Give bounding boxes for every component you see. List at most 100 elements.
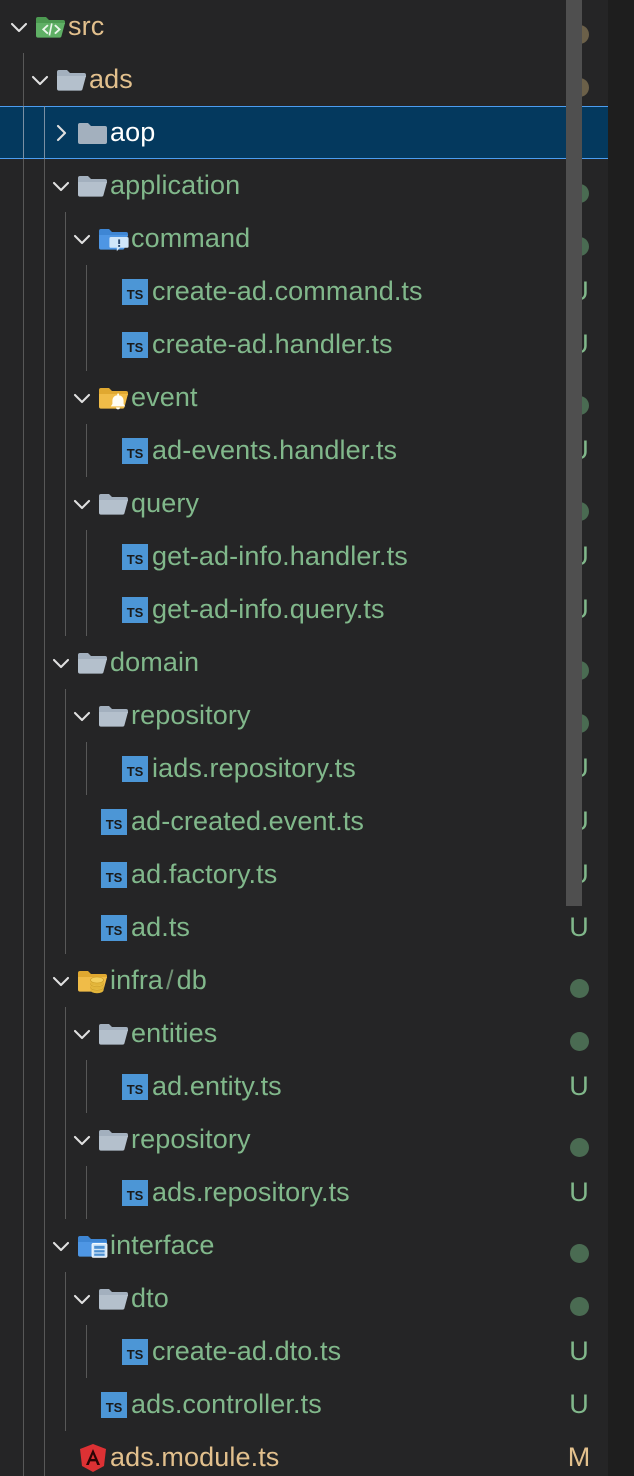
tree-item-label: ad-events.handler.ts [152, 435, 398, 465]
tree-item-label: interface [110, 1230, 215, 1260]
tree-item-content: event [0, 371, 198, 424]
git-status-badge [566, 1219, 592, 1272]
folder-icon [97, 477, 131, 530]
tree-item-content: TS ad.ts [0, 901, 190, 954]
tree-item-folder-event[interactable]: event [0, 371, 634, 424]
svg-text:TS: TS [127, 764, 144, 779]
tree-item-folder-interface[interactable]: interface [0, 1219, 634, 1272]
scrollbar-thumb[interactable] [566, 0, 582, 906]
chevron-down-icon[interactable] [67, 1113, 97, 1166]
tree-item-folder-repository[interactable]: repository [0, 1113, 634, 1166]
folder-src-code-icon [34, 0, 68, 53]
tree-item-label: ads.controller.ts [131, 1389, 322, 1419]
git-status-badge: M [567, 1442, 591, 1472]
tree-item-label: infra/db [110, 965, 207, 995]
tree-item-content: command [0, 212, 250, 265]
typescript-icon: TS [118, 1166, 152, 1219]
folder-icon [55, 53, 89, 106]
twisty-placeholder [46, 1431, 76, 1476]
tree-item-folder-dto[interactable]: dto [0, 1272, 634, 1325]
tree-item-content: ads.module.ts [0, 1431, 279, 1476]
tree-item-folder-entities[interactable]: entities [0, 1007, 634, 1060]
tree-item-folder-ads[interactable]: ads [0, 53, 634, 106]
twisty-placeholder [67, 901, 97, 954]
tree-item-content: aop [0, 106, 155, 159]
chevron-down-icon[interactable] [67, 371, 97, 424]
tree-item-folder-query[interactable]: query [0, 477, 634, 530]
tree-item-label: aop [110, 117, 156, 147]
typescript-icon: TS [118, 318, 152, 371]
folder-icon [97, 1113, 131, 1166]
tree-item-file-ads-module-ts[interactable]: ads.module.ts M [0, 1431, 634, 1476]
svg-text:TS: TS [127, 287, 144, 302]
chevron-down-icon[interactable] [67, 1007, 97, 1060]
folder-icon [97, 689, 131, 742]
tree-item-content: entities [0, 1007, 217, 1060]
typescript-icon: TS [97, 795, 131, 848]
tree-item-folder-repository[interactable]: repository [0, 689, 634, 742]
typescript-icon: TS [118, 583, 152, 636]
folder-event-icon [97, 371, 131, 424]
git-status-dot [569, 1297, 589, 1316]
chevron-right-icon[interactable] [46, 106, 76, 159]
svg-text:TS: TS [127, 1082, 144, 1097]
typescript-icon: TS [118, 1325, 152, 1378]
chevron-down-icon[interactable] [4, 0, 34, 53]
tree-item-content: repository [0, 689, 251, 742]
tree-item-file-ad-ts[interactable]: TS ad.ts U [0, 901, 634, 954]
tree-item-label: ad-created.event.ts [131, 806, 365, 836]
tree-item-folder-command[interactable]: command [0, 212, 634, 265]
typescript-icon: TS [97, 901, 131, 954]
tree-item-folder-domain[interactable]: domain [0, 636, 634, 689]
chevron-down-icon[interactable] [46, 636, 76, 689]
chevron-down-icon[interactable] [67, 477, 97, 530]
twisty-placeholder [67, 848, 97, 901]
chevron-down-icon[interactable] [46, 1219, 76, 1272]
tree-item-folder-infra-db[interactable]: infra/db [0, 954, 634, 1007]
git-status-badge: U [569, 1177, 589, 1207]
tree-item-label: entities [131, 1018, 218, 1048]
chevron-down-icon[interactable] [67, 689, 97, 742]
svg-text:TS: TS [127, 1347, 144, 1362]
chevron-down-icon[interactable] [67, 1272, 97, 1325]
folder-icon [97, 1272, 131, 1325]
svg-text:TS: TS [106, 817, 123, 832]
tree-item-folder-application[interactable]: application [0, 159, 634, 212]
git-status-badge: U [569, 912, 589, 942]
tree-item-folder-aop[interactable]: aop [0, 106, 634, 159]
typescript-icon: TS [118, 1060, 152, 1113]
chevron-down-icon[interactable] [46, 954, 76, 1007]
chevron-down-icon[interactable] [25, 53, 55, 106]
tree-item-folder-src[interactable]: src [0, 0, 634, 53]
chevron-down-icon[interactable] [46, 159, 76, 212]
git-status-dot [569, 1032, 589, 1051]
chevron-down-icon[interactable] [67, 212, 97, 265]
twisty-placeholder [88, 1166, 118, 1219]
svg-text:TS: TS [127, 340, 144, 355]
tree-item-label: ad.ts [131, 912, 191, 942]
typescript-icon: TS [118, 742, 152, 795]
svg-text:TS: TS [106, 923, 123, 938]
scrollbar-track[interactable] [566, 0, 608, 1476]
folder-icon [76, 159, 110, 212]
